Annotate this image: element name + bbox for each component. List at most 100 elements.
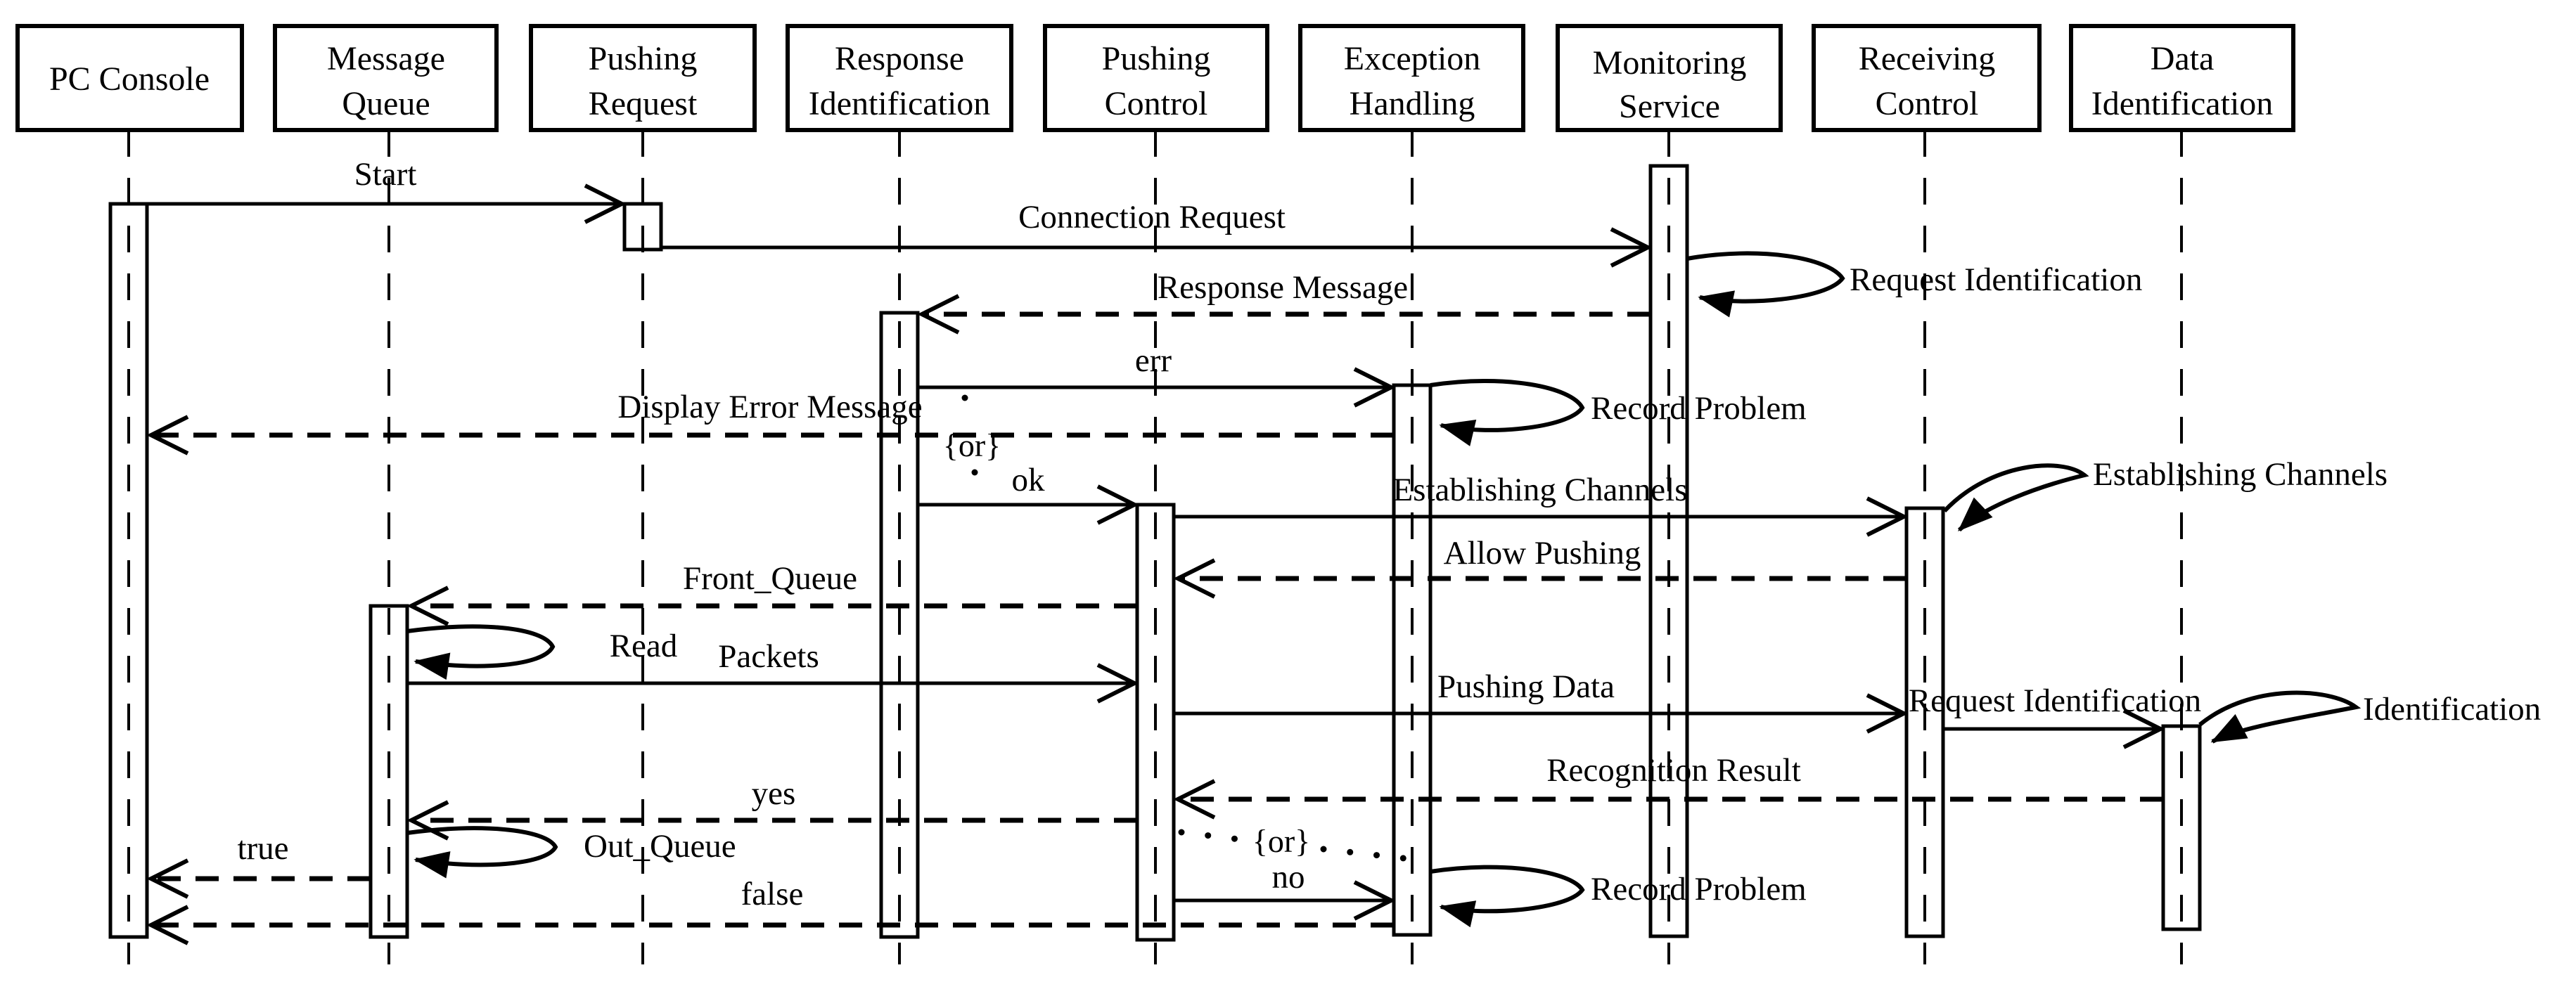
callouts: Request Identification Record Problem Es… bbox=[1430, 251, 2541, 928]
actor-box bbox=[273, 24, 499, 132]
fragment-or-1: {or} bbox=[943, 394, 1001, 503]
callout-loop bbox=[1430, 865, 1585, 928]
activation-pushing-request bbox=[622, 202, 663, 252]
activation-message-queue bbox=[369, 604, 409, 939]
message-label: Packets bbox=[718, 638, 819, 675]
activation-response-identification bbox=[879, 311, 920, 939]
callout-record-problem-2: Record Problem bbox=[1430, 865, 1807, 928]
message-display-error-message: Display Error Message bbox=[151, 389, 1394, 435]
fragment-dots-right bbox=[1320, 846, 1407, 862]
actor-boxes: PC Console Message Queue Pushing Request… bbox=[15, 24, 2295, 132]
message-label: false bbox=[741, 876, 804, 912]
message-establishing-channels: Establishing Channels bbox=[1174, 472, 1904, 517]
message-start: Start bbox=[147, 156, 622, 204]
message-label: Front_Queue bbox=[683, 560, 857, 597]
callout-identification: Identification bbox=[2198, 690, 2541, 744]
actor-label-line1: Monitoring bbox=[1593, 44, 1747, 82]
actor-pushing-control: Pushing Control bbox=[1043, 24, 1269, 132]
actor-box bbox=[2069, 24, 2295, 132]
message-label: no bbox=[1272, 859, 1305, 896]
callout-loop bbox=[1686, 251, 1845, 318]
actor-label-line1: Pushing bbox=[1102, 40, 1211, 77]
actor-response-identification: Response Identification bbox=[786, 24, 1013, 132]
actor-message-queue: Message Queue bbox=[273, 24, 499, 132]
callout-label: Establishing Channels bbox=[2093, 456, 2388, 493]
self-call-read: Read bbox=[406, 624, 678, 680]
actor-exception-handling: Exception Handling bbox=[1298, 24, 1525, 132]
fragment-or-label: {or} bbox=[1252, 823, 1310, 859]
message-front-queue: Front_Queue bbox=[411, 560, 1137, 606]
actor-label-line2: Identification bbox=[809, 85, 991, 122]
actor-monitoring-service: Monitoring Service bbox=[1556, 24, 1783, 132]
actor-label-line1: Data bbox=[2151, 40, 2215, 77]
actor-label-line1: Message bbox=[327, 40, 445, 77]
message-response-message: Response Message bbox=[922, 269, 1651, 314]
message-err: err bbox=[918, 342, 1391, 387]
actor-box bbox=[1043, 24, 1269, 132]
message-true: true bbox=[151, 830, 371, 879]
message-label: Recognition Result bbox=[1546, 752, 1801, 789]
actor-box bbox=[1298, 24, 1525, 132]
message-recognition-result: Recognition Result bbox=[1178, 752, 2163, 799]
activation-pushing-control bbox=[1135, 503, 1176, 942]
message-yes: yes bbox=[411, 775, 1137, 820]
message-label: Start bbox=[354, 156, 417, 193]
actor-data-identification: Data Identification bbox=[2069, 24, 2295, 132]
callout-establishing-channels: Establishing Channels bbox=[1942, 456, 2388, 532]
actor-receiving-control: Receiving Control bbox=[1812, 24, 2042, 132]
message-ok: ok bbox=[918, 462, 1134, 505]
message-pushing-data: Pushing Data bbox=[1174, 668, 1904, 713]
self-calls: Read Out_Queue bbox=[406, 624, 736, 879]
actor-box bbox=[1812, 24, 2042, 132]
message-allow-pushing: Allow Pushing bbox=[1178, 535, 1907, 578]
fragment-dots-left bbox=[1178, 829, 1248, 843]
activation-monitoring-service bbox=[1648, 164, 1689, 938]
message-label: Response Message bbox=[1158, 269, 1408, 306]
self-call-loop bbox=[406, 624, 556, 680]
actor-label-line2: Queue bbox=[342, 85, 430, 122]
activation-pc-console bbox=[108, 202, 149, 939]
self-call-out-queue: Out_Queue bbox=[406, 826, 736, 879]
self-call-label: Read bbox=[610, 628, 678, 664]
actor-box bbox=[15, 24, 244, 132]
callout-request-identification: Request Identification bbox=[1686, 251, 2142, 318]
actor-pc-console: PC Console bbox=[15, 24, 244, 132]
callout-record-problem-1: Record Problem bbox=[1430, 379, 1807, 446]
fragment-or-2: {or} bbox=[1178, 823, 1407, 862]
actor-pushing-request: Pushing Request bbox=[529, 24, 757, 132]
message-label: ok bbox=[1012, 462, 1046, 498]
activation-data-identification bbox=[2161, 724, 2202, 931]
message-label: Connection Request bbox=[1018, 199, 1286, 235]
message-packets: Packets bbox=[407, 638, 1134, 683]
fragment-markers: {or} {or} bbox=[943, 394, 1407, 862]
fragment-or-label: {or} bbox=[943, 427, 1001, 463]
callout-label: Record Problem bbox=[1591, 390, 1807, 427]
actor-label: PC Console bbox=[49, 60, 210, 98]
actor-label-line2: Control bbox=[1876, 85, 1979, 122]
callout-label: Identification bbox=[2363, 691, 2541, 728]
message-false: false bbox=[151, 876, 1394, 925]
message-label: yes bbox=[752, 775, 796, 812]
callout-loop bbox=[2198, 690, 2362, 744]
activation-exception-handling bbox=[1392, 383, 1433, 937]
actor-label-line1: Receiving bbox=[1859, 40, 1996, 77]
actor-box bbox=[529, 24, 757, 132]
message-no: no bbox=[1174, 859, 1391, 900]
callout-label: Request Identification bbox=[1850, 261, 2142, 298]
actor-label-line1: Response bbox=[835, 40, 964, 77]
message-label: Establishing Channels bbox=[1392, 472, 1687, 508]
actor-label-line2: Control bbox=[1105, 85, 1208, 122]
actor-label-line2: Identification bbox=[2091, 85, 2274, 122]
callout-label: Record Problem bbox=[1591, 871, 1807, 907]
message-label: err bbox=[1135, 342, 1172, 379]
actor-label-line1: Exception bbox=[1344, 40, 1481, 77]
message-label: Allow Pushing bbox=[1444, 535, 1641, 571]
message-label: Display Error Message bbox=[617, 389, 922, 425]
message-label: Request Identification bbox=[1909, 683, 2201, 719]
message-request-identification: Request Identification bbox=[1909, 683, 2201, 729]
message-label: Pushing Data bbox=[1437, 668, 1615, 705]
actor-label-line2: Request bbox=[589, 85, 698, 122]
actor-box bbox=[786, 24, 1013, 132]
